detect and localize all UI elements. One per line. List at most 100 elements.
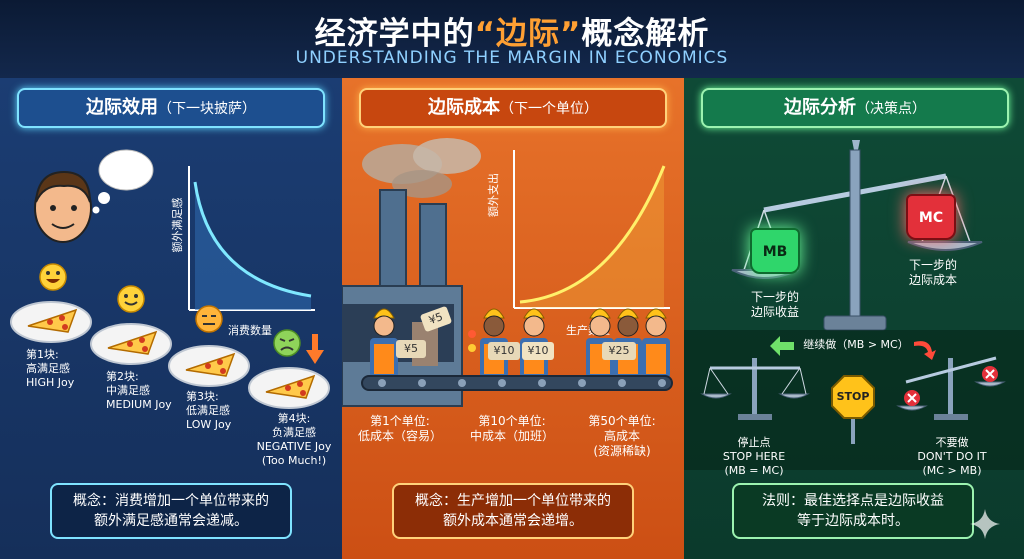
conveyor-belt — [361, 375, 673, 391]
smile-face-icon — [117, 285, 145, 313]
utility-heading-text: 边际效用 — [86, 97, 158, 118]
price-tag-4: ¥10 — [522, 342, 554, 360]
slice-3-line3: LOW Joy — [186, 418, 232, 431]
continue-label: 继续做（MB > MC） — [803, 338, 909, 351]
person-face-icon — [34, 170, 92, 243]
analysis-rule-line2: 等于边际成本时。 — [797, 513, 909, 529]
mc-label-line1: 下一步的 — [908, 258, 957, 272]
mb-weight-icon: MB — [750, 228, 800, 274]
dont-do-line1: 不要做 — [935, 436, 969, 449]
utility-concept-box: 概念：消费增加一个单位带来的 额外满足感通常会递减。 — [50, 483, 292, 539]
stop-here-line3: (MB = MC) — [724, 464, 784, 477]
happy-face-icon — [39, 263, 67, 291]
page-subtitle: UNDERSTANDING THE MARGIN IN ECONOMICS — [295, 48, 729, 68]
stop-here-line1: 停止点 — [737, 436, 771, 449]
unit-1-line2: 低成本（容易） — [357, 429, 442, 443]
slice-1-label: 第1块: 高满足感 HIGH Joy — [26, 348, 106, 390]
slice-3-line2: 低满足感 — [186, 404, 230, 417]
dont-do-scale-icon — [896, 356, 1006, 420]
analysis-rule-line1: 法则：最佳选择点是边际收益 — [762, 493, 944, 509]
page-title: 经济学中的“边际”概念解析 — [0, 8, 1024, 53]
unit-50-label: 第50个单位: 高成本 (资源稀缺) — [570, 414, 674, 459]
unit-1-label: 第1个单位: 低成本（容易） — [350, 414, 450, 444]
slice-2-line2: 中满足感 — [106, 384, 150, 397]
sick-face-icon — [273, 329, 301, 357]
price-tag-1: ¥5 — [396, 340, 426, 358]
stop-sign-icon — [831, 375, 875, 444]
mb-label: 下一步的 边际收益 — [730, 290, 820, 320]
neutral-face-icon — [195, 305, 223, 333]
slice-2-label: 第2块: 中满足感 MEDIUM Joy — [106, 370, 186, 412]
stop-here-line2: STOP HERE — [722, 450, 786, 463]
cost-heading-note: （下一个单位） — [500, 101, 598, 117]
unit-10-label: 第10个单位: 中成本（加班） — [462, 414, 562, 444]
stop-here-label: 停止点 STOP HERE (MB = MC) — [704, 436, 804, 478]
cost-y-label: 额外支出 — [487, 173, 500, 217]
title-accent: “边际” — [474, 16, 582, 52]
cost-concept-box: 概念：生产增加一个单位带来的 额外成本通常会递增。 — [392, 483, 634, 539]
mc-weight-text: MC — [918, 210, 944, 226]
pizza-plate-3-icon — [168, 345, 250, 387]
utility-panel: 边际效用（下一块披萨） 额外满足感 消费数量 — [0, 78, 342, 559]
price-tag-3: ¥10 — [488, 342, 520, 360]
stop-sign-text: STOP — [836, 390, 870, 403]
cost-concept-line2: 额外成本通常会递增。 — [443, 513, 583, 529]
slice-4-line4: (Too Much!) — [261, 454, 327, 467]
utility-y-label: 额外满足感 — [171, 197, 184, 253]
utility-concept-line2: 额外满足感通常会递减。 — [94, 513, 248, 529]
slice-4-line2: 负满足感 — [272, 426, 316, 439]
cost-panel: 边际成本（下一个单位） 额外支出 生产数量 — [342, 78, 684, 559]
down-arrow-icon — [306, 334, 324, 364]
slice-3-label: 第3块: 低满足感 LOW Joy — [186, 390, 266, 432]
slice-3-line1: 第3块: — [186, 390, 219, 403]
cost-curve-chart — [513, 150, 670, 309]
unit-1-line1: 第1个单位: — [370, 414, 430, 428]
worker-1 — [370, 308, 398, 378]
mb-label-line2: 边际收益 — [750, 305, 799, 319]
mc-weight-icon: MC — [906, 194, 956, 240]
analysis-heading-note: （决策点） — [856, 101, 926, 117]
utility-heading-note: （下一块披萨） — [158, 101, 256, 117]
mc-label-line2: 边际成本 — [908, 273, 957, 287]
unit-50-line1: 第50个单位: — [588, 414, 656, 428]
unit-50-line3: (资源稀缺) — [593, 444, 651, 458]
header: 经济学中的“边际”概念解析 UNDERSTANDING THE MARGIN I… — [0, 0, 1024, 78]
pizza-plate-1-icon — [10, 301, 92, 343]
dont-do-label: 不要做 DON'T DO IT (MC > MB) — [902, 436, 1002, 478]
thought-bubble-icon — [92, 149, 154, 214]
stop-here-scale-icon — [700, 358, 810, 420]
price-tag-5: ¥25 — [602, 342, 636, 360]
utility-concept-line1: 概念：消费增加一个单位带来的 — [73, 493, 269, 509]
continue-arrow-icon — [770, 336, 794, 356]
cost-heading-text: 边际成本 — [428, 97, 500, 118]
mb-weight-text: MB — [762, 244, 788, 260]
mc-label: 下一步的 边际成本 — [888, 258, 978, 288]
cost-heading: 边际成本（下一个单位） — [359, 88, 667, 128]
utility-heading: 边际效用（下一块披萨） — [17, 88, 325, 128]
slice-4-line3: NEGATIVE Joy — [256, 440, 332, 453]
analysis-rule-box: 法则：最佳选择点是边际收益 等于边际成本时。 — [732, 483, 974, 539]
utility-curve — [193, 181, 312, 298]
slice-2-line1: 第2块: — [106, 370, 139, 383]
cost-concept-line1: 概念：生产增加一个单位带来的 — [415, 493, 611, 509]
sparkle-icon — [970, 509, 1000, 539]
unit-10-line2: 中成本（加班） — [469, 429, 554, 443]
dont-do-line3: (MC > MB) — [922, 464, 982, 477]
slice-4-label: 第4块: 负满足感 NEGATIVE Joy (Too Much!) — [252, 412, 336, 468]
pizza-plate-2-icon — [90, 323, 172, 365]
worker-6 — [642, 308, 670, 378]
red-arrow-icon — [914, 341, 936, 360]
analysis-heading-text: 边际分析 — [784, 97, 856, 118]
pizza-plate-4-icon — [248, 367, 330, 409]
slice-1-line2: 高满足感 — [26, 362, 70, 375]
slice-1-line1: 第1块: — [26, 348, 59, 361]
cost-curve — [519, 165, 666, 304]
slice-2-line3: MEDIUM Joy — [106, 398, 172, 411]
analysis-heading: 边际分析（决策点） — [701, 88, 1009, 128]
utility-curve-chart — [188, 166, 315, 311]
unit-50-line2: 高成本 — [603, 429, 640, 443]
dont-do-line2: DON'T DO IT — [917, 450, 987, 463]
unit-10-line1: 第10个单位: — [478, 414, 546, 428]
slice-1-line3: HIGH Joy — [26, 376, 75, 389]
analysis-panel: 边际分析（决策点） MB MC 下一步的 边际收益 下一步的 边际成本 继续做（… — [684, 78, 1024, 559]
